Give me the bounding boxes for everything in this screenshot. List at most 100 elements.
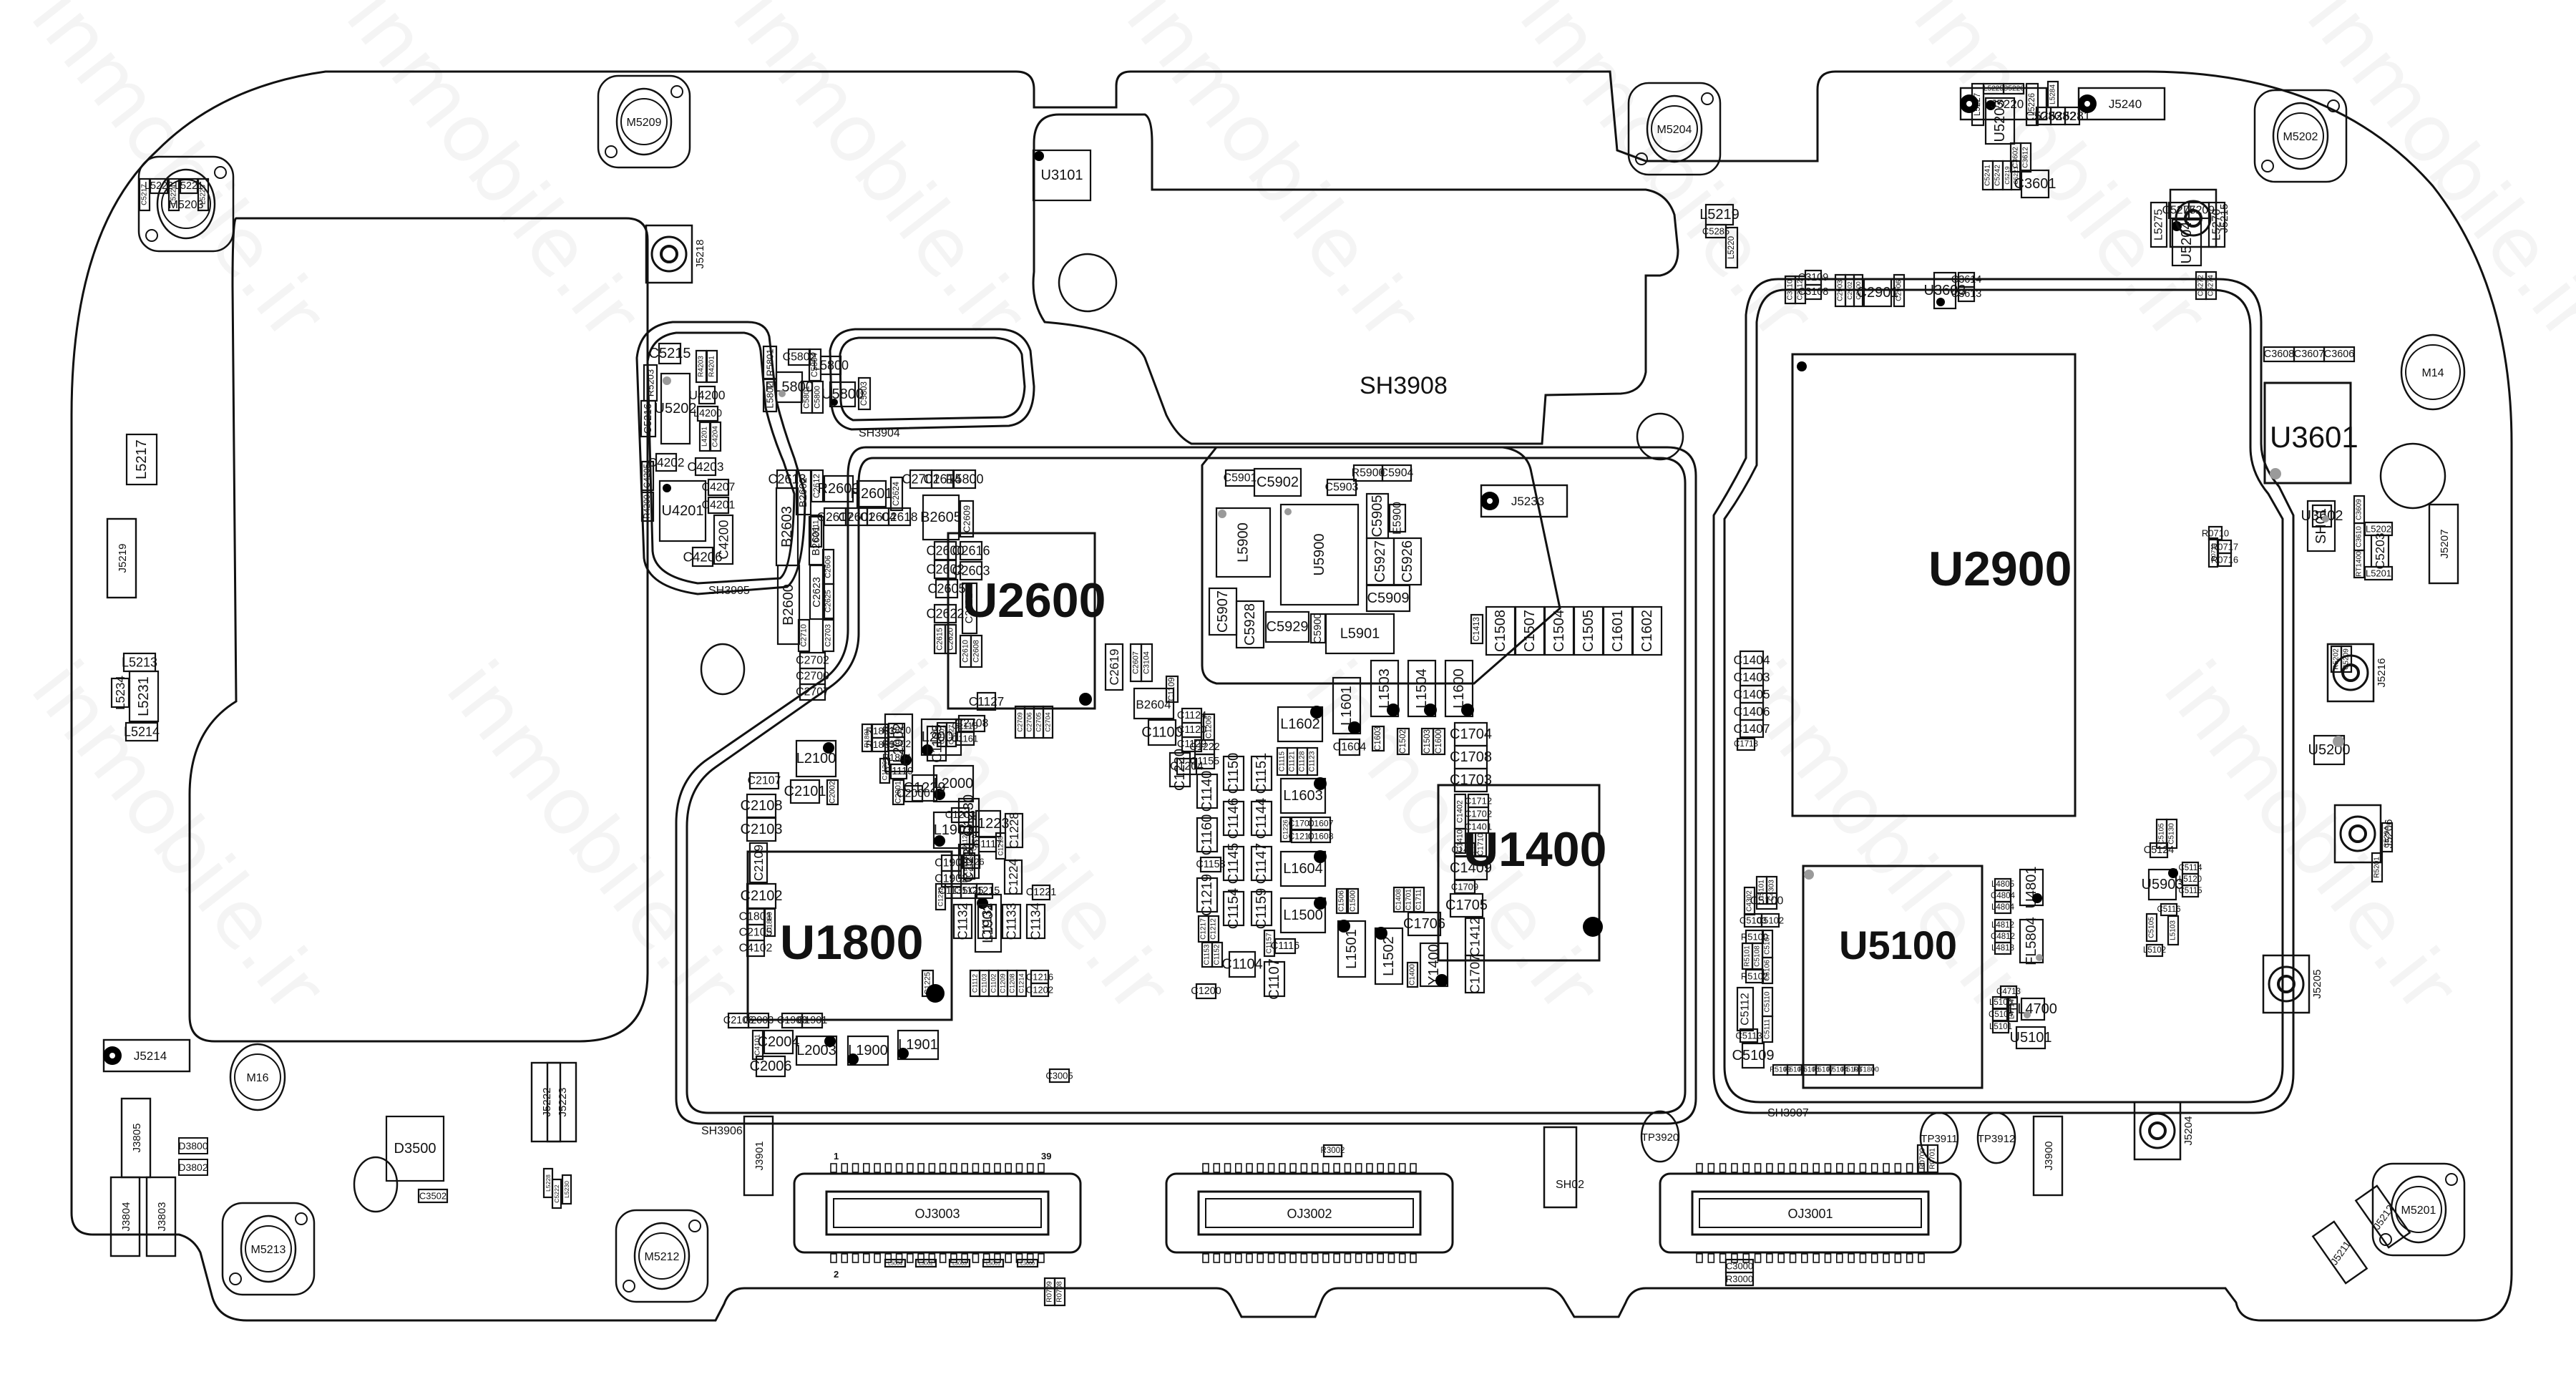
component-c4804[interactable]: C4804 — [1991, 889, 2016, 903]
component-l5219[interactable]: L5219 — [1699, 203, 1740, 226]
component-l3002[interactable]: L3002 — [914, 1258, 937, 1268]
component-l5275[interactable]: L5275 — [2150, 201, 2168, 248]
component-c1400[interactable]: C1400 — [1406, 961, 1419, 988]
component-y1400[interactable]: Y1400 — [1419, 942, 1449, 988]
component-l1603[interactable]: L1603 — [1279, 777, 1327, 814]
component-r0716[interactable]: R0716 — [2211, 552, 2238, 568]
rf-connector-j5218[interactable]: J5218 — [645, 224, 706, 284]
component-c4205[interactable]: C4205 — [640, 460, 655, 492]
component-l1500[interactable]: L1500 — [1279, 897, 1327, 934]
component-c1408[interactable]: C1408 — [1392, 886, 1405, 913]
component-l3004[interactable]: L3004 — [884, 1258, 907, 1268]
component-c1711[interactable]: C1711 — [1413, 886, 1425, 913]
component-c1600[interactable]: C1600 — [1432, 727, 1446, 756]
component-c1607[interactable]: C1607 — [1307, 816, 1334, 831]
component-c3614[interactable]: C3614 — [1951, 271, 1981, 288]
component-c1116[interactable]: C1116 — [1271, 938, 1299, 955]
component-c1407[interactable]: C1407 — [1734, 719, 1770, 739]
component-c2704[interactable]: C2704 — [1042, 705, 1054, 739]
spring-contact-j5233[interactable]: J5233 — [1480, 484, 1568, 518]
component-c1154[interactable]: C1154 — [1222, 888, 1245, 929]
rf-connector-j5204[interactable]: J5204 — [2133, 1101, 2195, 1161]
component-r5101[interactable]: R5101 — [1741, 942, 1754, 970]
component-c1413[interactable]: C1413 — [1470, 613, 1484, 645]
component-u5202[interactable]: U5202 — [655, 372, 697, 445]
component-u5800[interactable]: U5800 — [821, 381, 864, 408]
component-c3110[interactable]: C3110 — [1784, 275, 1797, 305]
component-c1231[interactable]: C1231 — [957, 840, 980, 882]
component-c1703[interactable]: C1703 — [1450, 767, 1492, 793]
component-c1705[interactable]: C1705 — [1445, 892, 1488, 918]
component-u5900[interactable]: U5900 — [1279, 503, 1360, 606]
component-c1146[interactable]: C1146 — [1222, 798, 1245, 839]
component-c1124[interactable]: C1124 — [1177, 707, 1206, 724]
component-l1901[interactable]: L1901 — [897, 1029, 940, 1061]
component-c1129[interactable]: C1129 — [1177, 736, 1206, 753]
component-c1229[interactable]: C1229 — [904, 774, 946, 802]
component-c2608[interactable]: C2608 — [970, 634, 983, 668]
spring-contact-j5223[interactable]: J5223 — [546, 1061, 577, 1143]
component-c5107[interactable]: C5107 — [1761, 929, 1774, 959]
component-c2611[interactable]: C2611 — [809, 514, 823, 548]
component-r4203[interactable]: R4203 — [695, 349, 708, 384]
component-l5220[interactable]: L5220 — [1724, 226, 1739, 269]
component-c1155[interactable]: C1155 — [1190, 753, 1219, 770]
component-c5801[interactable]: C5801 — [800, 380, 814, 414]
component-c5108[interactable]: C5108 — [1751, 942, 1764, 970]
component-r5201[interactable]: R5201 — [2371, 852, 2384, 883]
connector-j3003[interactable]: OJ3003 — [793, 1163, 1082, 1263]
spring-contact-j5211[interactable]: J5211 — [2311, 1220, 2368, 1285]
component-r5800[interactable]: R5800 — [945, 469, 984, 490]
component-c1506[interactable]: C1506 — [1335, 887, 1348, 915]
component-c5903[interactable]: C5903 — [1325, 478, 1359, 497]
component-c1112[interactable]: C1112 — [969, 969, 981, 998]
component-c5905[interactable]: C5905 — [1365, 492, 1390, 540]
component-c1161[interactable]: C1161 — [952, 731, 978, 746]
component-c1712[interactable]: C1712 — [1465, 793, 1492, 809]
component-c1121[interactable]: C1121 — [1286, 746, 1299, 777]
component-c1214[interactable]: C1214 — [1015, 969, 1028, 998]
component-c1500[interactable]: C1500 — [1347, 887, 1360, 915]
component-l3001[interactable]: L3001 — [982, 1258, 1005, 1268]
component-c1131[interactable]: C1131 — [977, 903, 997, 940]
component-c1604[interactable]: C1604 — [1333, 738, 1367, 756]
component-u3603[interactable]: U3603 — [1924, 271, 1966, 310]
ic-u5100-body[interactable] — [1802, 865, 1984, 1089]
component-c5902[interactable]: C5902 — [1253, 467, 1302, 497]
test-point-tp3920[interactable]: TP3920 — [1640, 1110, 1680, 1163]
component-c2623[interactable]: C2623 — [809, 564, 826, 620]
component-c1222[interactable]: C1222 — [1189, 739, 1220, 756]
component-c3601[interactable]: C3601 — [2014, 169, 2057, 199]
component-c2109[interactable]: C2109 — [748, 842, 769, 884]
component-c4200[interactable]: C4200 — [713, 514, 734, 565]
component-l5234[interactable]: L5234 — [110, 676, 130, 710]
component-c5926[interactable]: C5926 — [1392, 537, 1423, 586]
component-l5800[interactable]: L5800 — [813, 355, 849, 376]
component-r5203[interactable]: R5203 — [643, 364, 658, 402]
component-c2906[interactable]: C2906 — [1893, 273, 1906, 308]
component-c1212[interactable]: C1212 — [1207, 915, 1220, 943]
component-c2616[interactable]: C2616 — [952, 540, 990, 561]
component-c3613[interactable]: C3613 — [1951, 286, 1981, 303]
component-u5903[interactable]: U5903 — [2142, 868, 2184, 901]
component-c5221[interactable]: C5221 — [2010, 160, 2021, 191]
component-c5102[interactable]: C5102 — [1757, 912, 1784, 928]
component-c2625[interactable]: C2625 — [821, 583, 835, 620]
component-c5241[interactable]: C5241 — [1981, 160, 1994, 191]
component-c3610[interactable]: C3610 — [2353, 522, 2366, 552]
component-r4200[interactable]: R4200 — [640, 491, 655, 522]
component-c1404[interactable]: C1404 — [1734, 650, 1770, 670]
component-c1603[interactable]: C1603 — [1371, 725, 1385, 752]
rf-connector-j5216[interactable]: J5216 — [2326, 643, 2388, 703]
component-l5101[interactable]: L5101 — [1989, 1020, 2012, 1034]
ic-u2900-body[interactable] — [1791, 353, 2077, 817]
component-c5203[interactable]: C5203 — [2370, 533, 2390, 570]
connector-j3002[interactable]: OJ3002 — [1165, 1163, 1454, 1263]
component-c1103[interactable]: C1103 — [978, 969, 990, 998]
component-c1503[interactable]: C1503 — [1420, 727, 1435, 756]
component-c1104[interactable]: C1104 — [1221, 950, 1263, 978]
spring-contact-j3805[interactable]: J3805 — [120, 1097, 152, 1179]
component-l5901[interactable]: L5901 — [1324, 613, 1395, 655]
component-l5201[interactable]: L5201 — [2363, 565, 2394, 581]
component-c4303[interactable]: C4303 — [1765, 875, 1778, 905]
